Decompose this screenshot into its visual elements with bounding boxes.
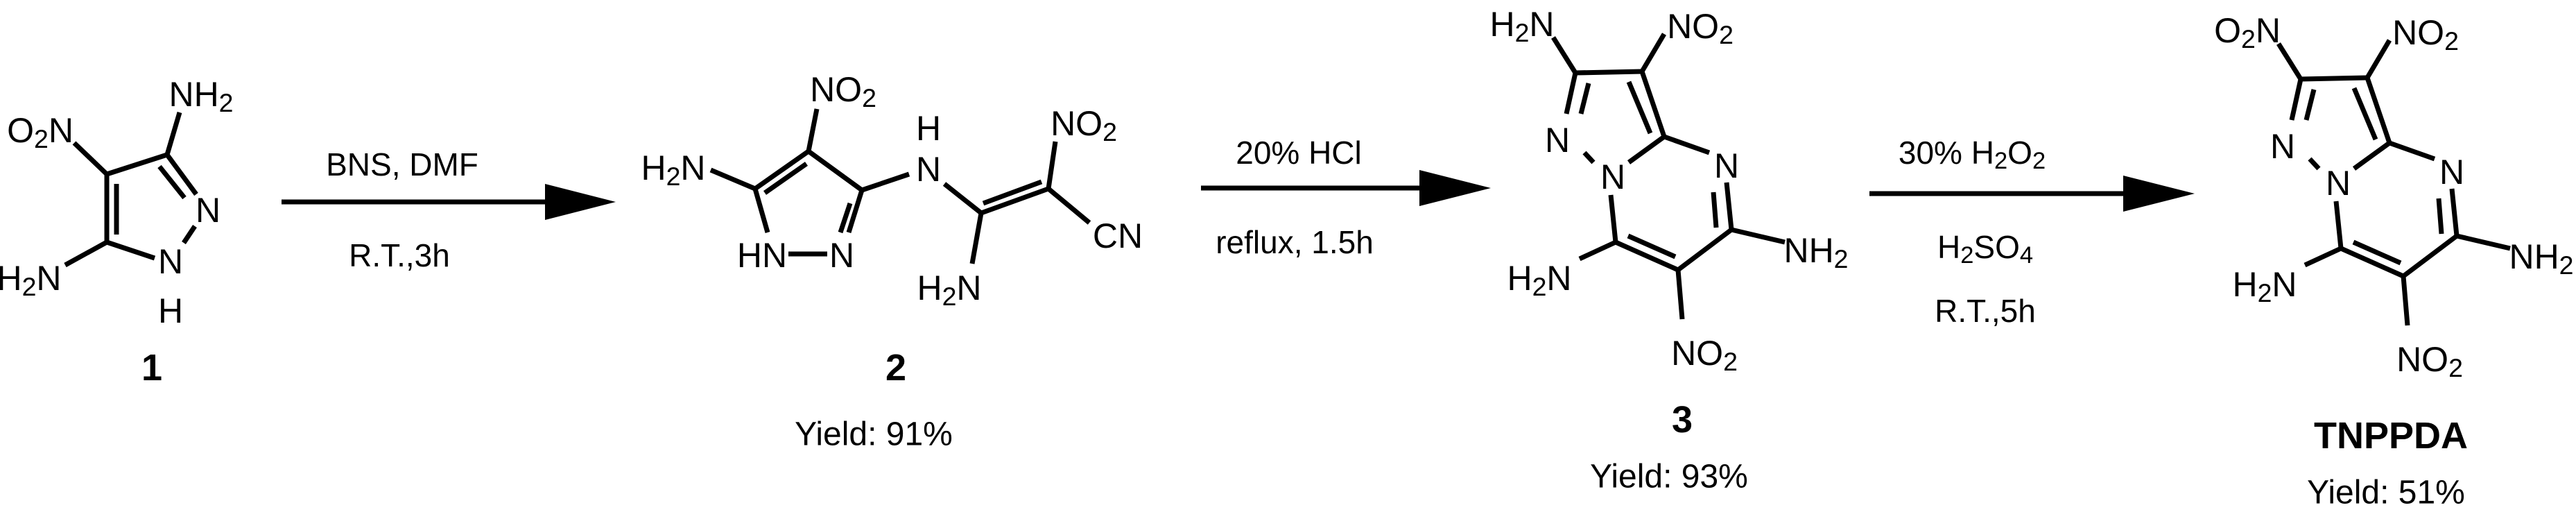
atom-label: O2N (2214, 11, 2281, 53)
condition-label: R.T.,5h (1935, 293, 2036, 329)
bicyclic-core (1551, 33, 1786, 320)
atom-label: H2N (641, 148, 705, 191)
yield-label: Yield: 93% (1590, 459, 1748, 495)
arrowhead-icon (2123, 176, 2195, 212)
arrowhead-icon (545, 184, 616, 220)
atom-label: N (1545, 121, 1570, 160)
atom-label: NO2 (2392, 13, 2459, 56)
bicyclic-core (2276, 39, 2511, 326)
compound-2: NO2 H2N HN N H N NO2 CN H2N 2 Yield: 91% (641, 70, 1143, 453)
atom-label: HN (737, 236, 787, 275)
reaction-arrow-1: BNS, DMF R.T.,3h (282, 146, 616, 273)
atom-label: N (158, 242, 183, 281)
atom-label: N (2326, 164, 2351, 203)
yield-label: Yield: 51% (2307, 475, 2465, 510)
atom-label: NO2 (1671, 334, 1738, 376)
atom-label: H2N (1489, 5, 1554, 47)
atom-label: H2N (0, 259, 62, 301)
atom-label: N (916, 150, 941, 189)
reaction-arrow-2: 20% HCl reflux, 1.5h (1201, 135, 1491, 260)
atom-label: NO2 (1051, 104, 1117, 146)
reagent-label: 20% HCl (1236, 135, 1362, 171)
compound-number: 2 (885, 347, 906, 389)
compound-number: 1 (141, 347, 162, 389)
atom-label: NH2 (1783, 231, 1848, 273)
compound-1: NH2 O2N H2N N N H 1 (0, 75, 234, 389)
condition-label: R.T.,3h (349, 237, 450, 273)
atom-label: NO2 (810, 70, 876, 112)
compound-name: TNPPDA (2314, 415, 2468, 457)
atom-label: N (1600, 158, 1625, 196)
compound-number: 3 (1672, 399, 1693, 441)
atom-label: N (2270, 127, 2295, 166)
reagent-label: 30% H2O2 (1899, 135, 2046, 174)
atom-label: O2N (7, 111, 74, 153)
atom-label: NH2 (2509, 237, 2573, 280)
atom-label: CN (1093, 216, 1143, 255)
atom-label: H2N (2232, 265, 2297, 307)
atom-label: N (196, 191, 221, 230)
atom-label: H2N (1507, 259, 1571, 301)
yield-label: Yield: 91% (795, 416, 953, 453)
atom-label: NO2 (2396, 340, 2463, 382)
arrowhead-icon (1419, 170, 1491, 206)
atom-label: NH2 (168, 75, 233, 117)
reagent-label: BNS, DMF (326, 146, 478, 182)
atom-label: N (1714, 146, 1739, 185)
compound-3: H2N NO2 N N N NH2 H2N NO2 3 Yield: 93% (1489, 5, 1848, 495)
compound-tnppda: O2N NO2 N N N NH2 H2N NO2 TNPPDA Yield: … (2214, 11, 2573, 510)
atom-label: N (2439, 153, 2464, 192)
condition-label: reflux, 1.5h (1216, 224, 1374, 260)
atom-label: NO2 (1667, 7, 1734, 49)
atom-label: H (158, 291, 183, 330)
reaction-arrow-3: 30% H2O2 H2SO4 R.T.,5h (1869, 135, 2195, 329)
reagent-label: H2SO4 (1937, 229, 2033, 269)
atom-label: H2N (917, 269, 981, 311)
atom-label: N (829, 236, 854, 275)
atom-label: H (916, 109, 941, 148)
